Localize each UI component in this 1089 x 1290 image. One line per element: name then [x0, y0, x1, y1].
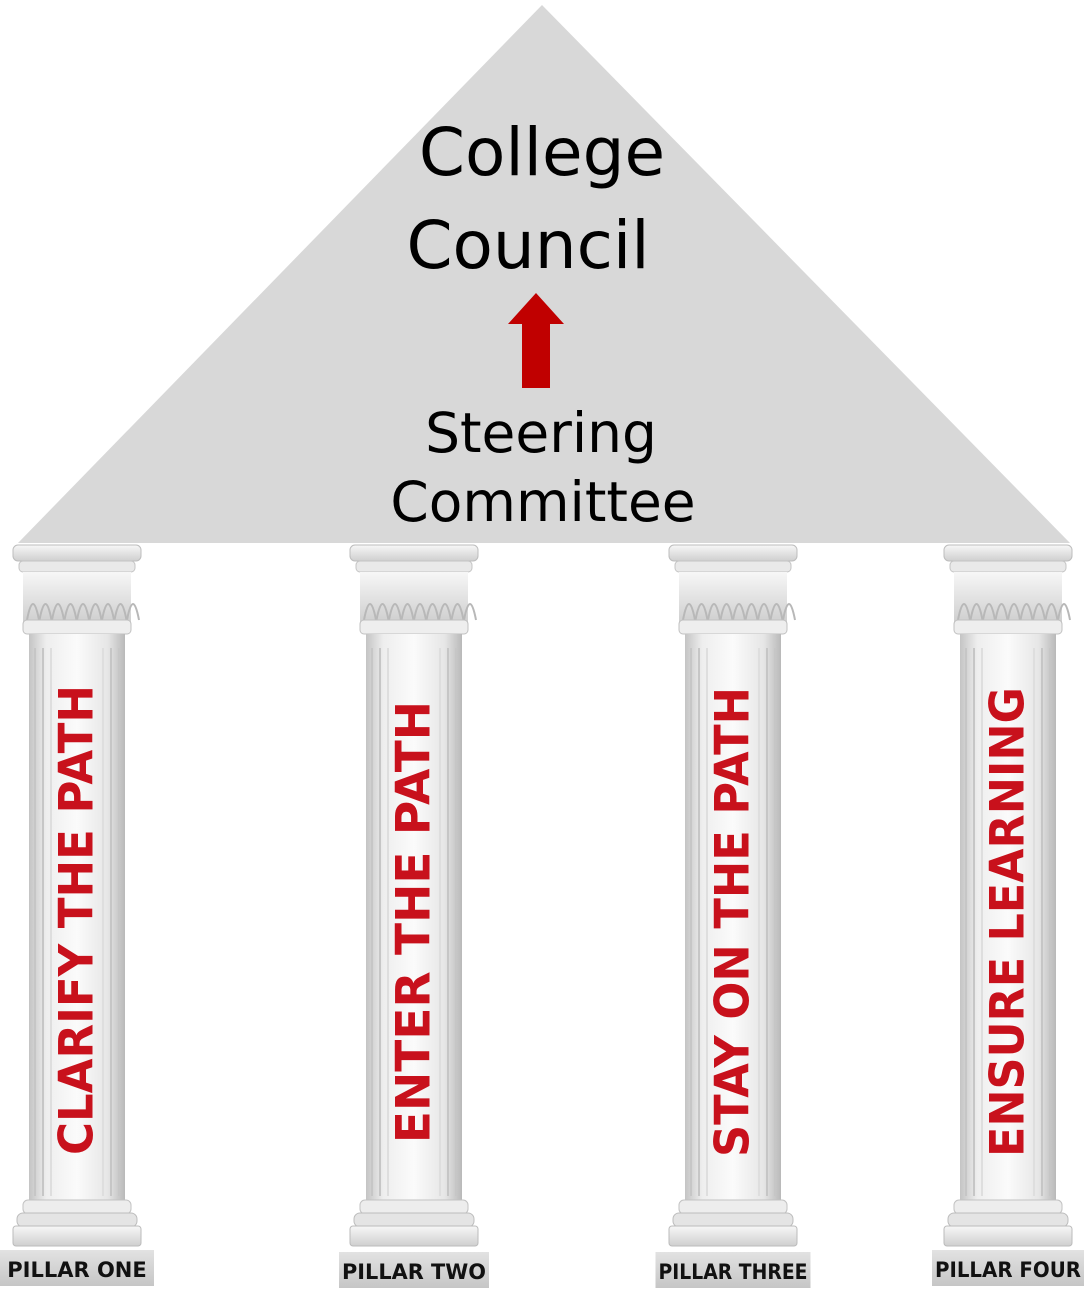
pillar-plate-label: PILLAR THREE	[659, 1260, 808, 1284]
pillar-echinus	[674, 560, 792, 573]
pillar-echinus	[949, 560, 1067, 573]
pillar-capital	[22, 572, 140, 635]
pillar-plate	[932, 1250, 1084, 1286]
roof-title-line1: College	[419, 114, 665, 191]
pillar-plate	[339, 1252, 489, 1288]
pillar-capital	[359, 572, 477, 635]
pillar-abacus	[12, 544, 142, 562]
pillar-flutes	[34, 648, 120, 1196]
up-arrow-icon	[508, 293, 564, 388]
pillar-echinus	[18, 560, 136, 573]
pillar-capital	[953, 572, 1071, 635]
pillar-1: CLARIFY THE PATH PILLAR ONE	[0, 544, 154, 1286]
pillar-abacus	[943, 544, 1073, 562]
roof-triangle	[18, 5, 1070, 543]
pillar-shaft	[366, 634, 462, 1204]
pillar-plate	[0, 1250, 154, 1286]
roof-title-line2: Council	[406, 207, 649, 284]
pillar-flutes	[371, 648, 457, 1196]
pillar-plate-label: PILLAR ONE	[7, 1258, 146, 1282]
pillar-base	[12, 1199, 142, 1247]
roof-subtitle-line2: Committee	[390, 470, 695, 534]
pillar-plate	[655, 1252, 811, 1288]
pillar-base	[668, 1199, 798, 1247]
pillar-shaft	[29, 634, 125, 1204]
pillar-flutes	[965, 648, 1051, 1196]
pillar-plate-label: PILLAR TWO	[342, 1260, 486, 1284]
pillar-label: STAY ON THE PATH	[706, 687, 761, 1157]
pillar-label: ENTER THE PATH	[387, 701, 442, 1143]
pillar-base	[349, 1199, 479, 1247]
pillar-abacus	[349, 544, 479, 562]
pillar-4: ENSURE LEARNING PILLAR FOUR	[932, 544, 1084, 1286]
pillar-plate-label: PILLAR FOUR	[935, 1258, 1081, 1282]
pillar-capital	[678, 572, 796, 635]
pillar-label: ENSURE LEARNING	[981, 687, 1036, 1157]
pillar-abacus	[668, 544, 798, 562]
pillar-echinus	[355, 560, 473, 573]
pillar-base	[943, 1199, 1073, 1247]
roof-subtitle-line1: Steering	[425, 401, 657, 465]
pillar-flutes	[690, 648, 776, 1196]
pillar-shaft	[685, 634, 781, 1204]
pillar-label: CLARIFY THE PATH	[50, 685, 105, 1155]
pillars-group: CLARIFY THE PATH PILLAR ONE ENTER THE PATH…	[0, 544, 1084, 1288]
pillar-3: STAY ON THE PATH PILLAR THREE	[655, 544, 811, 1288]
pillar-2: ENTER THE PATH PILLAR TWO	[339, 544, 489, 1288]
pillar-shaft	[960, 634, 1056, 1204]
